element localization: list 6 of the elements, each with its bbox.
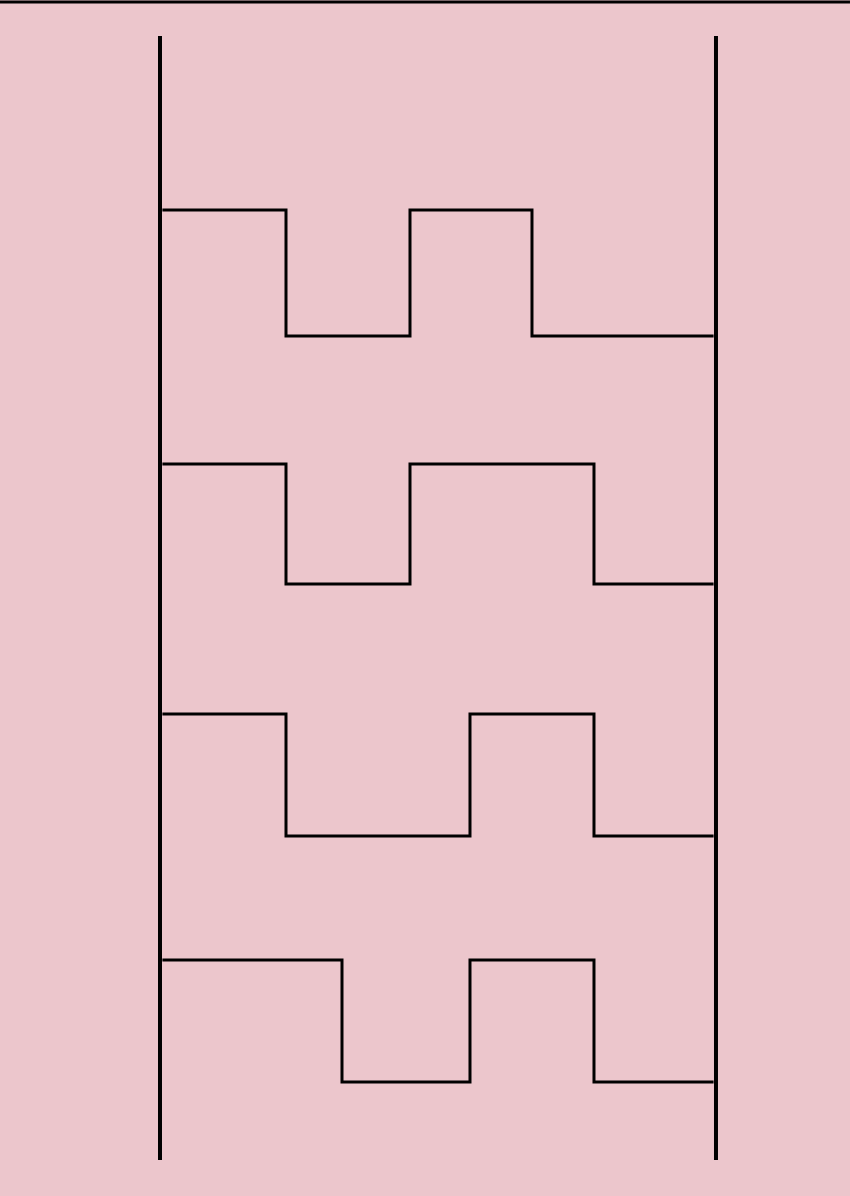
stepped-line: [162, 958, 714, 1084]
stepped-line: [162, 462, 714, 586]
stepped-line: [162, 712, 714, 838]
vertical-line: [158, 36, 162, 1160]
vertical-line: [714, 36, 718, 1160]
stepped-line: [162, 208, 714, 338]
